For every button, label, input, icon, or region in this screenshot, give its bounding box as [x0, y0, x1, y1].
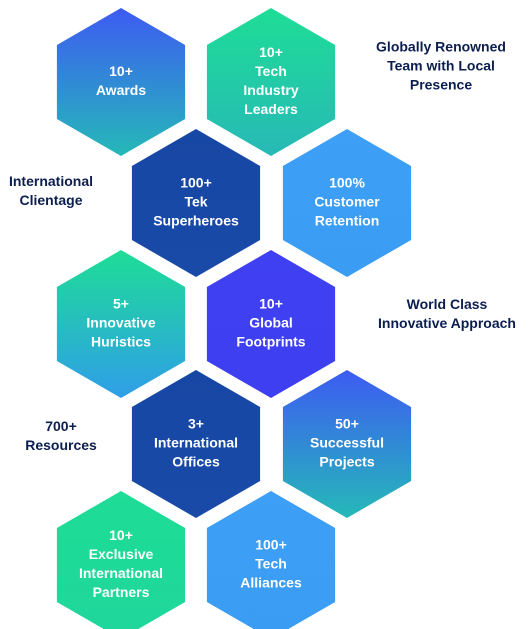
hexagon-1: [56, 8, 186, 156]
side-label-line: International: [8, 173, 94, 189]
hexagon-10: [206, 491, 336, 629]
side-label-line: World Class: [406, 296, 488, 312]
side-label-line: Team with Local: [387, 57, 495, 74]
stat-caption-line: Leaders: [244, 101, 298, 117]
stat-value: 100%: [329, 174, 365, 191]
stat-caption-line: Industry: [243, 82, 299, 98]
stat-caption-line: Alliances: [240, 574, 302, 591]
side-label-line: Globally Renowned: [376, 38, 506, 55]
stat-caption-line: Retention: [314, 212, 380, 229]
stat-caption-line: Awards: [95, 82, 147, 98]
stat-caption-line: International: [153, 434, 238, 451]
stat-caption-line: Footprints: [236, 333, 306, 350]
stat-caption-line: Tek: [184, 193, 208, 210]
stat-caption-line: Global: [249, 314, 293, 331]
hexagon-1-label: 10+ Awards: [56, 62, 186, 100]
stat-value: 10+: [259, 295, 283, 312]
side-label-line: Innovative Approach: [378, 315, 516, 331]
hexagon-5: [56, 250, 186, 398]
side-label-line: Presence: [409, 76, 473, 93]
stat-caption-line: Exclusive: [88, 546, 154, 562]
stat-caption-line: Projects: [319, 453, 375, 470]
stat-caption-line: Tech: [255, 555, 287, 572]
hexagon-4: [282, 129, 412, 277]
stat-value: 10+: [109, 527, 133, 543]
stat-caption-line: Huristics: [91, 333, 151, 350]
stat-value: 3+: [188, 415, 204, 432]
stat-caption-line: Innovative: [86, 314, 156, 331]
stat-value: 100+: [255, 536, 287, 553]
stat-caption-line: Offices: [172, 453, 220, 470]
stat-value: 50+: [335, 415, 359, 432]
hexagon-7: [131, 370, 261, 518]
hexagon-8: [282, 370, 412, 518]
side-label-line: Resources: [25, 437, 97, 453]
stat-caption-line: International: [78, 565, 163, 581]
side-label-line: Clientage: [19, 192, 83, 208]
side-label-4: 700+ Resources: [25, 417, 97, 455]
stat-caption-line: Customer: [314, 193, 380, 210]
stat-value: 10+: [109, 63, 133, 79]
hexagon-3: [131, 129, 261, 277]
side-label-line: 700+: [45, 418, 77, 434]
stat-value: 10+: [259, 44, 283, 60]
stat-value: 100+: [180, 174, 212, 191]
hexagon-9: [56, 491, 186, 629]
stat-value: 5+: [113, 295, 129, 312]
hexagon-6: [206, 250, 336, 398]
stat-caption-line: Superheroes: [153, 212, 239, 229]
stat-caption-line: Partners: [92, 584, 150, 600]
hexagon-2: [206, 8, 336, 156]
stat-caption-line: Tech: [255, 63, 287, 79]
stat-caption-line: Successful: [310, 434, 384, 451]
